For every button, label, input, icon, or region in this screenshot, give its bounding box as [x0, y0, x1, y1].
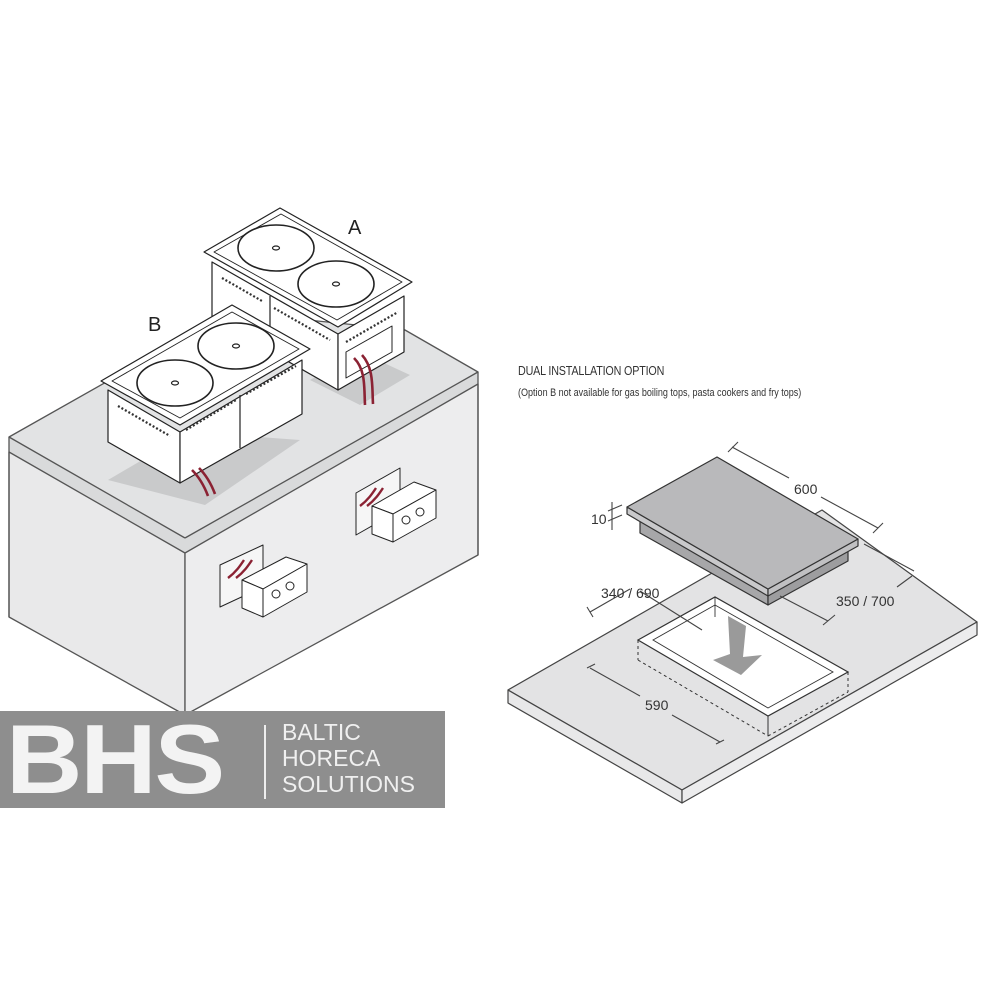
cutout-a-shadow [310, 352, 410, 405]
dimension-lines [586, 441, 915, 745]
appliance-a [203, 207, 413, 391]
diagram-title: DUAL INSTALLATION OPTION [518, 364, 665, 378]
dim-depth: 350 / 700 [836, 593, 895, 609]
insert-arrow-icon [713, 616, 762, 675]
appliance-a-cables [353, 354, 375, 406]
label-b: B [148, 314, 161, 336]
logo-line-2: HORECA [282, 745, 381, 771]
hob-plate [626, 456, 859, 606]
bhs-logo-banner: BHS BALTIC HORECA SOLUTIONS [0, 704, 445, 814]
logo-divider [264, 725, 266, 799]
diagram-note: (Option B not available for gas boiling … [518, 387, 802, 399]
dim-cutout-length: 590 [645, 697, 669, 713]
logo-company-name: BALTIC HORECA SOLUTIONS [282, 719, 415, 797]
dim-thickness: 10 [591, 511, 607, 527]
logo-line-3: SOLUTIONS [282, 771, 415, 797]
control-box-front [219, 544, 308, 618]
dim-cutout-depth: 340 / 690 [601, 585, 660, 601]
dim-length: 600 [794, 481, 818, 497]
control-box-rear [355, 467, 437, 543]
label-a: A [348, 217, 362, 239]
logo-line-1: BALTIC [282, 719, 361, 745]
appliance-b [100, 304, 311, 484]
logo-abbr: BHS [6, 704, 225, 814]
appliance-b-cables [191, 467, 217, 497]
